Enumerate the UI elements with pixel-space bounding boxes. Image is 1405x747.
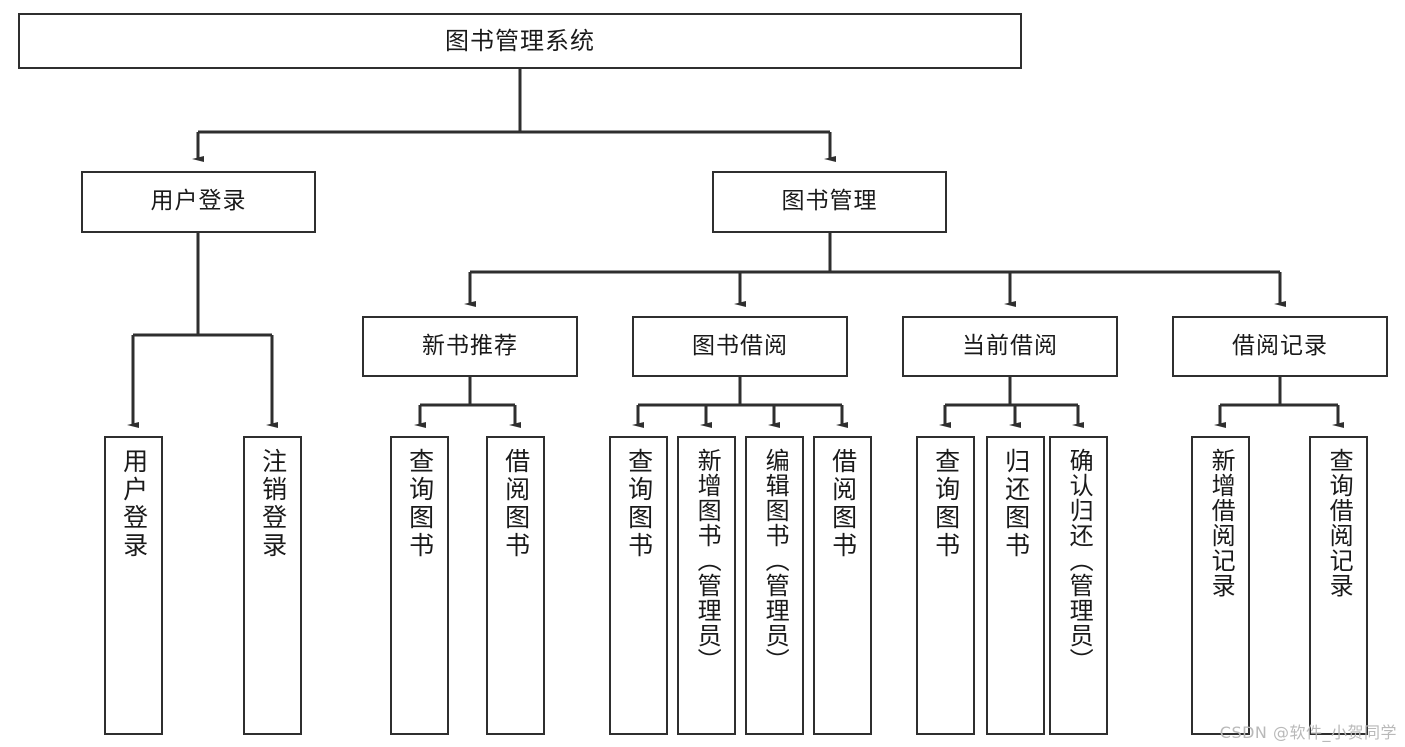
node-leaf-query-book-2[interactable]: 查询图书: [609, 436, 668, 735]
node-root[interactable]: 图书管理系统: [18, 13, 1022, 69]
node-leaf-return-book[interactable]: 归还图书: [986, 436, 1045, 735]
node-user-login-label: 用户登录: [150, 188, 247, 215]
node-book-borrow-label: 图书借阅: [692, 332, 788, 359]
node-leaf-return-book-label: 归还图书: [1001, 448, 1031, 560]
node-leaf-query-borrow-record[interactable]: 查询借阅记录: [1309, 436, 1368, 735]
node-leaf-add-book-admin[interactable]: 新增图书（管理员）: [677, 436, 736, 735]
node-current-borrow-label: 当前借阅: [962, 332, 1058, 359]
node-leaf-add-borrow-record[interactable]: 新增借阅记录: [1191, 436, 1250, 735]
node-root-label: 图书管理系统: [445, 26, 595, 55]
node-leaf-query-book-3-label: 查询图书: [931, 448, 961, 560]
node-book-manage[interactable]: 图书管理: [712, 171, 947, 233]
node-new-book-recommend[interactable]: 新书推荐: [362, 316, 578, 377]
node-new-book-recommend-label: 新书推荐: [422, 332, 518, 359]
node-leaf-add-borrow-record-label: 新增借阅记录: [1207, 448, 1236, 598]
node-leaf-borrow-book-2[interactable]: 借阅图书: [813, 436, 872, 735]
node-leaf-add-book-admin-label: 新增图书（管理员）: [693, 448, 722, 673]
node-leaf-borrow-book-1-label: 借阅图书: [501, 448, 531, 560]
node-leaf-query-book-1[interactable]: 查询图书: [390, 436, 449, 735]
node-leaf-confirm-return-admin-label: 确认归还（管理员）: [1065, 448, 1094, 673]
node-leaf-edit-book-admin[interactable]: 编辑图书（管理员）: [745, 436, 804, 735]
node-user-login[interactable]: 用户登录: [81, 171, 316, 233]
watermark-text: CSDN @软件_小贺同学: [1219, 723, 1397, 742]
node-leaf-user-login-label: 用户登录: [119, 448, 149, 560]
node-leaf-borrow-book-2-label: 借阅图书: [828, 448, 858, 560]
node-leaf-user-login[interactable]: 用户登录: [104, 436, 163, 735]
node-current-borrow[interactable]: 当前借阅: [902, 316, 1118, 377]
node-leaf-edit-book-admin-label: 编辑图书（管理员）: [761, 448, 790, 673]
node-leaf-query-book-1-label: 查询图书: [405, 448, 435, 560]
node-borrow-record[interactable]: 借阅记录: [1172, 316, 1388, 377]
node-leaf-query-borrow-record-label: 查询借阅记录: [1325, 448, 1354, 598]
node-leaf-query-book-3[interactable]: 查询图书: [916, 436, 975, 735]
node-leaf-logout-login-label: 注销登录: [258, 448, 288, 560]
node-borrow-record-label: 借阅记录: [1232, 332, 1328, 359]
node-leaf-query-book-2-label: 查询图书: [624, 448, 654, 560]
node-leaf-borrow-book-1[interactable]: 借阅图书: [486, 436, 545, 735]
node-book-borrow[interactable]: 图书借阅: [632, 316, 848, 377]
node-leaf-logout-login[interactable]: 注销登录: [243, 436, 302, 735]
node-book-manage-label: 图书管理: [781, 188, 878, 215]
node-leaf-confirm-return-admin[interactable]: 确认归还（管理员）: [1049, 436, 1108, 735]
